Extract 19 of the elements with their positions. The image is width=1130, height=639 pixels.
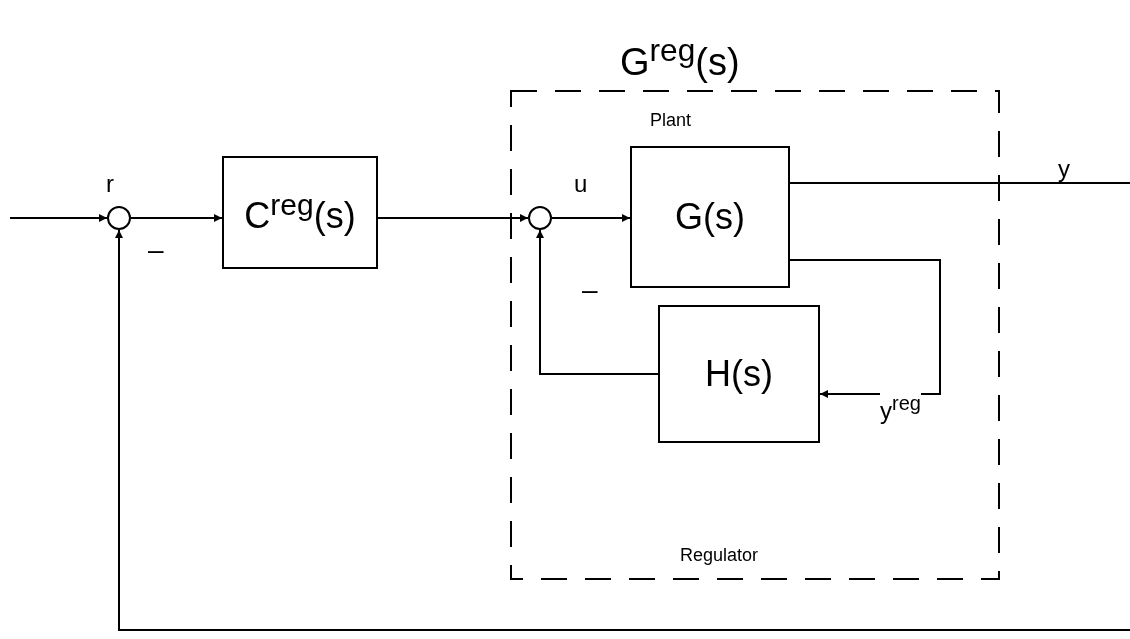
summing-junction — [528, 206, 552, 230]
signal-arrow — [377, 214, 529, 222]
transfer-function-block — [630, 146, 790, 288]
subsystem-title: G$^{reg}$(s) — [620, 32, 740, 84]
signal-label: y$^{reg}$ — [880, 393, 921, 423]
signal-arrow — [536, 229, 659, 375]
block-caption: Regulator — [680, 546, 759, 564]
signal-arrow — [9, 214, 108, 222]
block-label: G(s) — [675, 196, 745, 238]
signal-arrow — [130, 214, 223, 222]
signal-arrow — [115, 229, 1130, 631]
signal-arrow — [789, 259, 941, 398]
block-caption: Plant — [650, 110, 692, 131]
transfer-function-block — [658, 305, 820, 443]
transfer-function-block — [222, 156, 378, 269]
block-label: H(s) — [705, 353, 773, 395]
block-label: C$^{reg}$(s) — [244, 188, 356, 237]
summing-junction — [107, 206, 131, 230]
signal-arrow — [551, 214, 631, 222]
